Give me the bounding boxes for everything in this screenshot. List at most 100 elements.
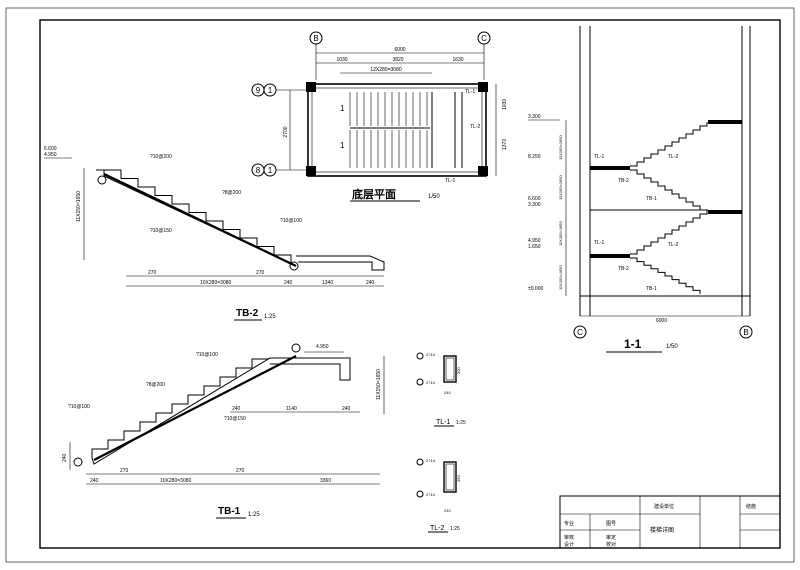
axis-bubble-c (573, 325, 587, 339)
dim-a: 1030 (336, 57, 347, 63)
axis-1-label: 1 (268, 86, 273, 95)
tb1-title: TB-1 (218, 506, 241, 517)
axis-c-label: C (481, 34, 487, 43)
tb1-dim-steps: 10X280=3080 (160, 478, 192, 484)
tb1-dim-a: 240 (232, 406, 241, 412)
tb1-dim-left: 240 (62, 453, 68, 462)
section-elev-a: 8.250 (528, 154, 541, 160)
tb-project: 建设单位 (654, 503, 674, 510)
tb-row3b: 校对 (606, 541, 616, 548)
axis-9-label: 9 (256, 86, 261, 95)
section-tb2-a: TB-2 (618, 178, 629, 184)
inner-frame (39, 19, 781, 549)
section-1-1: C B 6000 3.300 8.250 6.600 3.300 4.950 1… (528, 26, 753, 353)
column (478, 82, 488, 92)
axis-1b-label: 1 (268, 166, 273, 175)
tl1-stirrup (445, 357, 455, 381)
outer-frame (5, 7, 795, 563)
section-tl1-b: TL-1 (594, 240, 605, 246)
axis-b-label: B (313, 34, 318, 43)
tb-row1: 专业 (564, 520, 574, 527)
ground-floor-plan: B C 6000 1030 3820 1630 12X280=3080 9 1 … (251, 31, 508, 202)
tb1-dim-d: 270 (120, 468, 129, 474)
tl1-section: 11X150=1650 2?14 2?14 300 240 TL-1 1:25 (376, 352, 466, 427)
section-elev-c: 4.950 (528, 238, 541, 244)
section-flight-upper-a (630, 122, 708, 167)
floor-slab (708, 120, 742, 124)
tb1-dim-e: 270 (236, 468, 245, 474)
tb2-dim-e: 240 (366, 280, 375, 286)
column (306, 82, 316, 92)
tb2-rebar-top: ?10@200 (150, 154, 172, 160)
title-block: 专业 审核 设计 图号 审定 校对 建设单位 楼梯详图 结施 (559, 495, 781, 549)
plan-title: 底层平面 (352, 187, 396, 201)
landing-slab (590, 166, 630, 170)
tb1-elev: 4.950 (316, 344, 329, 350)
section-flight-upper-b (630, 210, 708, 255)
tb2-rebar-bottom: ?10@150 (150, 228, 172, 234)
tl2-scale: 1:25 (450, 526, 460, 532)
dim-c: 1630 (452, 57, 463, 63)
tb2-landing (296, 255, 385, 271)
tl1-title: TL-1 (436, 419, 451, 426)
section-scale: 1/50 (666, 344, 678, 350)
landing-slab (590, 254, 630, 258)
dim-right-a: 1030 (502, 99, 508, 110)
section-dim-v4: 11X150=1650 (558, 264, 563, 290)
tl2-stirrup (445, 463, 455, 491)
tb1-rebar-mid: ?8@200 (146, 382, 165, 388)
dim-right-b: 1370 (502, 139, 508, 150)
section-flight-lower-b (630, 257, 701, 294)
tb-row2: 审核 (564, 534, 574, 541)
tb2-rebar-low: ?10@100 (280, 218, 302, 224)
section-mark-1: 1 (340, 104, 345, 113)
section-axis-b: B (743, 328, 748, 337)
section-dim-v2: 11X150=1650 (558, 174, 563, 200)
section-elev-d: ±0.000 (528, 286, 543, 292)
rebar-tag (289, 261, 299, 271)
tl2-beam (443, 461, 457, 493)
dim-steps: 12X280=3080 (370, 67, 402, 73)
axis-bubble-b (739, 325, 753, 339)
section-tl2-b: TL-2 (668, 242, 679, 248)
plan-steps-upper (349, 92, 428, 126)
tb1-rebar-low: ?10@100 (68, 404, 90, 410)
section-dim-v3: 11X150=1650 (558, 220, 563, 246)
tb1-slab-rebar (93, 355, 297, 461)
tb-row1b: 图号 (606, 521, 616, 527)
rebar-tag (97, 175, 107, 185)
tb1-detail: 4.950 240 ?10@100 ?8@200 ?10@100 ?10@150… (62, 343, 380, 519)
tl1-scale: 1:25 (456, 420, 466, 426)
section-tb1-b: TB-1 (646, 286, 657, 292)
section-flight-lower-a (630, 169, 701, 210)
rebar-tag (416, 352, 424, 360)
tb1-rebar-bottom: ?10@150 (224, 416, 246, 422)
rebar-tag (73, 457, 83, 467)
tb2-dim-height: 11X150=1650 (76, 191, 82, 222)
rebar-tag (416, 378, 424, 386)
tb-drawing: 楼梯详图 (650, 526, 674, 534)
tb2-dim-steps: 10X280=3080 (200, 280, 232, 286)
tb2-rebar-mid: ?8@200 (222, 190, 241, 196)
tl1-dim-w: 240 (444, 390, 451, 395)
tl2-dim-h: 350 (456, 475, 461, 482)
dim-height: 2700 (283, 126, 289, 137)
section-elev-top: 3.300 (528, 114, 541, 120)
tl-dim-height: 11X150=1650 (376, 369, 382, 400)
tb2-detail: 6.600 4.950 11X150=1650 ?10@200 ?8@200 ?… (44, 146, 385, 321)
column (478, 166, 488, 176)
tb1-landing (270, 357, 351, 381)
section-tl2-a: TL-2 (668, 154, 679, 160)
column (306, 166, 316, 176)
tl2-title: TL-2 (430, 525, 445, 532)
tb1-scale: 1:25 (248, 512, 260, 518)
tb1-dim-f: 240 (90, 478, 99, 484)
section-elev-b2: 3.300 (528, 202, 541, 208)
tl1-rebar-bot: 2?14 (426, 380, 436, 385)
tl2-section: 2?14 2?14 350 240 TL-2 1:25 (416, 458, 461, 533)
tb-num: 结施 (746, 503, 756, 510)
section-elev-c2: 1.650 (528, 244, 541, 250)
stair-wall (307, 83, 487, 177)
title-block-frame (559, 495, 781, 549)
